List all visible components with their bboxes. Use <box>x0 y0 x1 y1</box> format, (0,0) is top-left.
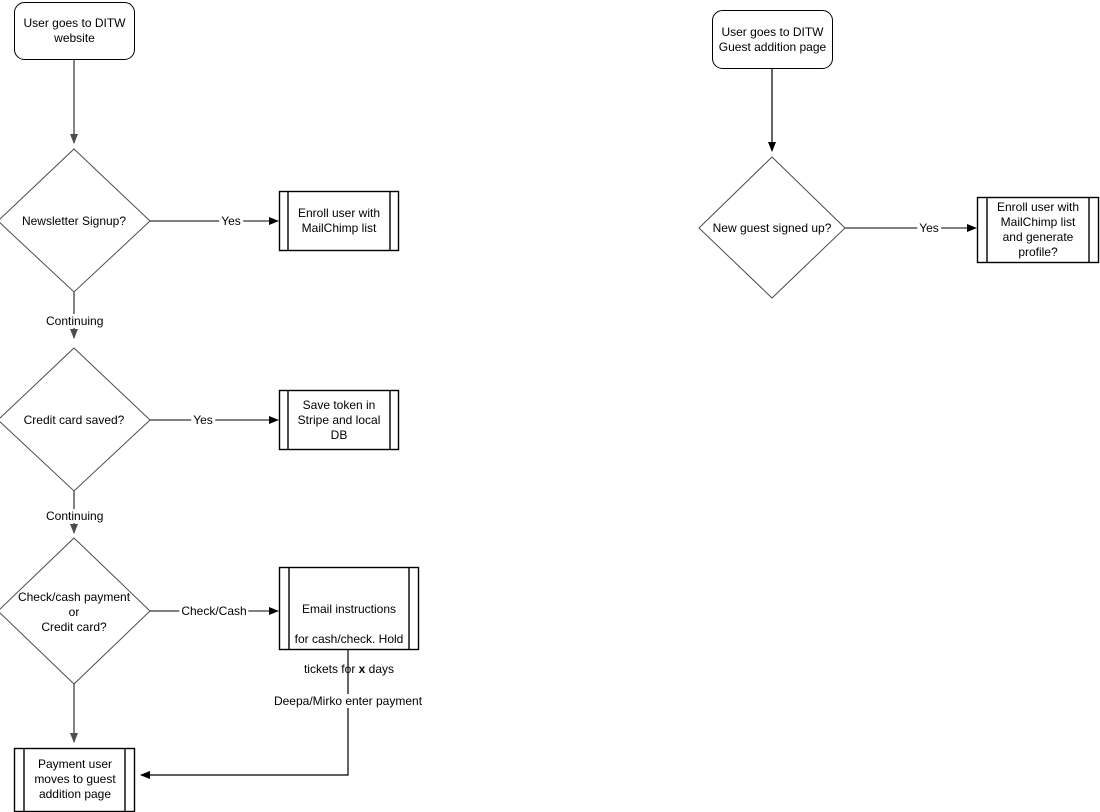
node-decision-payment-type[interactable] <box>0 537 151 685</box>
node-decision-credit-card-saved[interactable] <box>0 347 151 492</box>
edge-label-continuing-credit-card: Continuing <box>44 509 106 523</box>
node-decision-new-guest-signed-up[interactable] <box>698 156 846 299</box>
edge-label-yes-new-guest: Yes <box>917 221 941 235</box>
edge-label-continuing-newsletter: Continuing <box>44 314 106 328</box>
edge-label-deepa-mirko-enter-payment: Deepa/Mirko enter payment <box>271 694 425 708</box>
edge-label-check-cash: Check/Cash <box>179 604 249 618</box>
node-process-email-instructions[interactable] <box>278 566 420 651</box>
edge-label-yes-newsletter: Yes <box>219 214 243 228</box>
edge-label-yes-credit-card: Yes <box>191 413 215 427</box>
node-terminator-website[interactable] <box>14 2 135 60</box>
node-process-payment-user-guest-page[interactable] <box>13 747 136 812</box>
node-terminator-guest-page[interactable] <box>712 10 833 69</box>
node-process-enroll-mailchimp[interactable] <box>278 190 400 252</box>
node-decision-newsletter-signup[interactable] <box>0 148 151 293</box>
node-process-enroll-generate-profile[interactable] <box>976 196 1100 264</box>
node-process-save-token[interactable] <box>278 389 400 451</box>
edge-email-to-guest-page <box>140 650 349 779</box>
